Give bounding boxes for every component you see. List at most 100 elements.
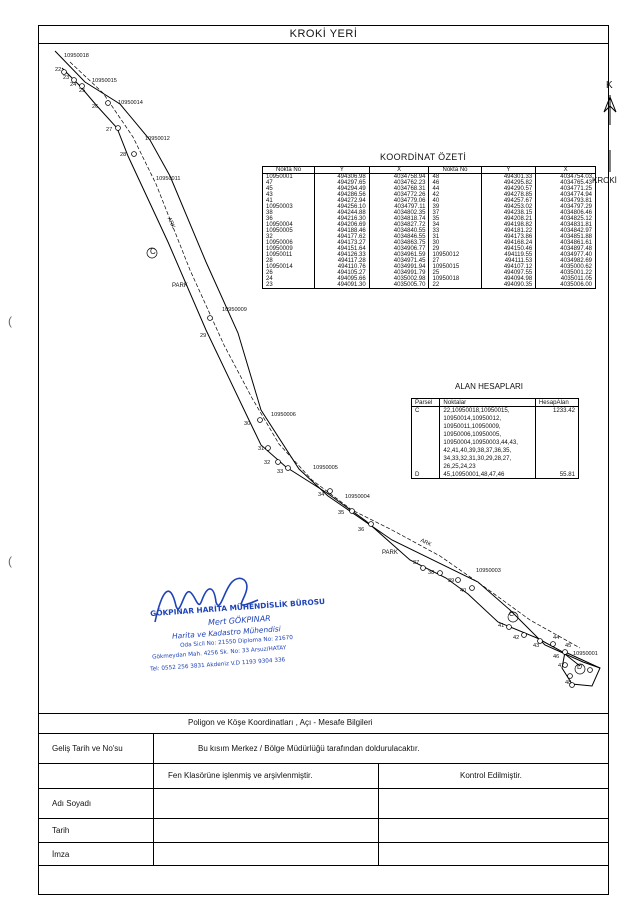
table-cell: 28: [261, 258, 316, 264]
point-label: 46: [553, 654, 560, 660]
table-cell: 4034982.69: [535, 258, 596, 264]
footer-poligon-row: Poligon ve Köşe Koordinatları , Açı - Me…: [38, 713, 609, 733]
point-markers: [61, 69, 593, 688]
tarih-label: Tarih: [52, 826, 70, 835]
point-label: 48: [565, 680, 572, 686]
parsel-cell: C: [410, 406, 441, 471]
area-calc-title: ALAN HESAPLARI: [455, 382, 524, 391]
table-cell: 24: [261, 276, 316, 282]
point-label: 47: [558, 663, 565, 669]
scan-mark: (: [8, 554, 12, 568]
noktalar-cell: 22,10950018,10950015, 10950014,10950012,…: [439, 406, 536, 471]
point-label: 31: [258, 446, 265, 452]
noktalar-line: 10950006,10950005,: [443, 431, 502, 438]
table-cell: 32: [261, 234, 316, 240]
page-title: KROKİ YERİ: [38, 25, 609, 44]
footer-divider: [153, 733, 154, 866]
point-label: 35: [338, 510, 345, 516]
point-label: 10950015: [92, 78, 117, 84]
alan-cell: 1233.42: [534, 406, 580, 471]
page-frame: [38, 25, 609, 895]
table-cell: 10950003: [261, 204, 316, 210]
point-label: 37: [413, 560, 420, 566]
kroki-label: KROKİ: [592, 176, 617, 185]
parsel-cell: D: [410, 471, 441, 479]
adi-label: Adı Soyadı: [52, 799, 92, 808]
point-label: 10950003: [476, 568, 501, 574]
point-label: 10950018: [64, 53, 89, 59]
table-cell: 26: [261, 270, 316, 276]
parcel-c-marker-2: [507, 611, 519, 623]
table-cell: 41: [261, 198, 316, 204]
point-label: 25: [79, 88, 86, 94]
table-cell: 10950009: [261, 246, 316, 252]
point-label: 30: [244, 421, 251, 427]
col-header: HesapAlan: [534, 398, 580, 407]
point-label: 10950011: [156, 176, 181, 182]
table-cell: 47: [261, 180, 316, 186]
fen-text: Fen Klasörüne işlenmiş ve arşivlenmiştir…: [168, 771, 313, 780]
point-label: 10950006: [271, 412, 296, 418]
table-cell: 25: [428, 270, 482, 276]
point-label: 10950004: [345, 494, 370, 500]
table-cell: 27: [428, 258, 482, 264]
table-cell: 4035005.70: [368, 282, 430, 289]
parcel-label: C: [150, 247, 156, 256]
gelis-label: Geliş Tarih ve No'su: [52, 744, 123, 753]
point-label: 45: [565, 643, 572, 649]
footer-adi-row: Adı Soyadı: [38, 788, 609, 818]
table-cell: 4034842.97: [535, 228, 596, 234]
noktalar-line: 45,10950001,48,47,46: [443, 471, 505, 478]
table-cell: 4034771.25: [535, 186, 596, 192]
table-cell: 39: [428, 204, 482, 210]
point-label: 28: [120, 152, 127, 158]
table-cell: 42: [428, 192, 482, 198]
table-cell: 4034825.12: [535, 216, 596, 222]
table-cell: 4034831.81: [535, 222, 596, 228]
noktalar-line: 34,33,32,31,30,29,28,27,: [443, 455, 512, 462]
point-label: 10950005: [313, 465, 338, 471]
kontrol-text: Kontrol Edilmiştir.: [460, 771, 522, 780]
point-label: 23: [63, 75, 70, 81]
noktalar-line: 10950004,10950003,44,43,: [443, 439, 518, 446]
col-header: X: [368, 166, 430, 174]
point-label: 44: [553, 635, 560, 641]
table-cell: 31: [428, 234, 482, 240]
north-arrow-head: [603, 95, 617, 113]
col-header: X: [535, 166, 596, 174]
point-label: 10950014: [118, 100, 143, 106]
table-cell: 29: [428, 246, 482, 252]
table-cell: 10950018: [428, 276, 482, 282]
table-cell: 4034861.61: [535, 240, 596, 246]
table-cell: 10950014: [261, 264, 316, 270]
parcel-boundary-outer: [54, 50, 601, 669]
table-cell: 22: [428, 282, 482, 289]
table-cell: 43: [261, 192, 316, 198]
point-label: 29: [200, 333, 207, 339]
table-cell: 10950005: [261, 228, 316, 234]
table-cell: 44: [428, 186, 482, 192]
scan-mark: (: [8, 314, 12, 328]
table-cell: 10950012: [428, 252, 482, 258]
point-label: 34: [318, 492, 325, 498]
ark-channel-line: [69, 61, 581, 649]
park-label: PARK: [382, 550, 398, 556]
table-cell: 46: [428, 180, 482, 186]
table-cell: 10950015: [428, 264, 482, 270]
col-header: Parsel: [410, 398, 441, 407]
table-cell: 10950006: [261, 240, 316, 246]
point-label: 32: [264, 460, 271, 466]
